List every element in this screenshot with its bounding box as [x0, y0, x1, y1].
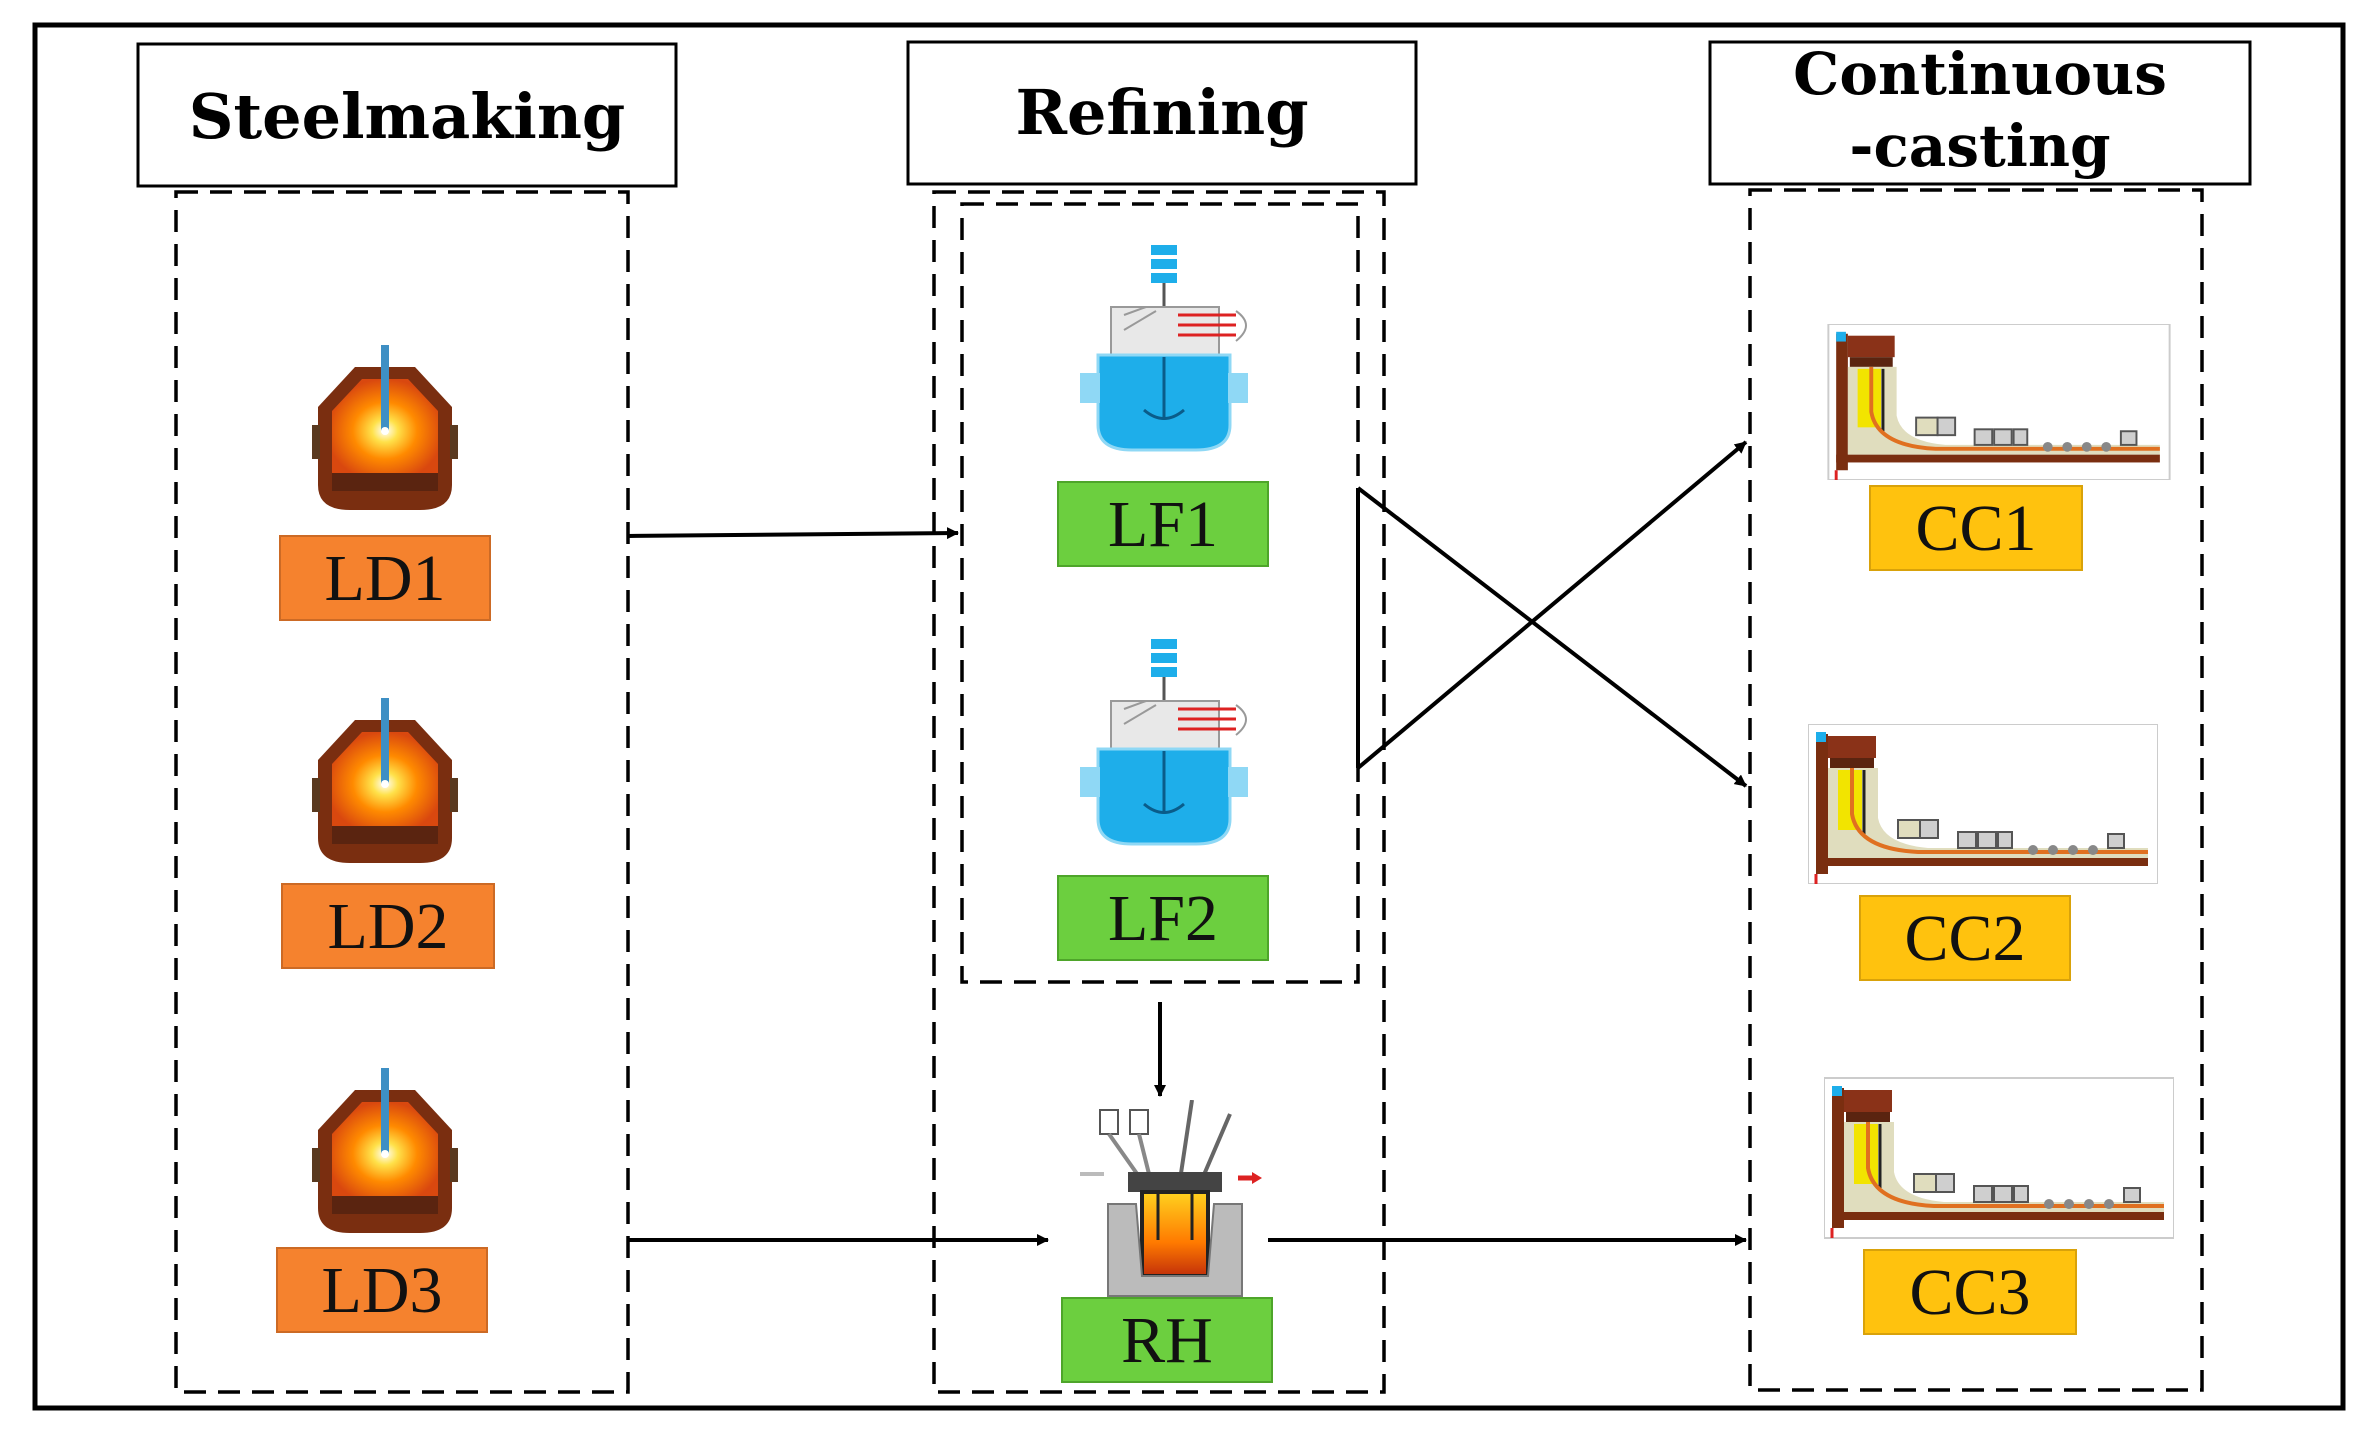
- stage-title-refining: Refining: [1015, 76, 1308, 149]
- caster-cc3: CC3: [1824, 1078, 2174, 1335]
- converter-label: LD3: [322, 1254, 443, 1327]
- stage-header-refining: Refining: [906, 40, 1418, 186]
- degasser-label: RH: [1121, 1304, 1213, 1377]
- outer-frame: [32, 22, 2346, 1411]
- steelmaking-group: [174, 190, 630, 1394]
- converter-ld3: LD3: [276, 1068, 488, 1333]
- rh-degasser-icon: [1080, 1100, 1262, 1296]
- stage-title-steelmaking: Steelmaking: [189, 80, 626, 153]
- stage-title-casting-line1: Continuous: [1793, 40, 2167, 108]
- degasser-rh: RH: [1061, 1100, 1273, 1383]
- converter-label: LD1: [325, 542, 446, 615]
- caster-cc2: CC2: [1808, 724, 2158, 981]
- arrow-lf1-to-cc2: [1356, 486, 1748, 788]
- casting-group: [1748, 188, 2204, 1392]
- caster-label: CC2: [1904, 902, 2025, 975]
- bof-converter-icon: [312, 1068, 458, 1233]
- ladle-furnace-icon: [1078, 243, 1250, 452]
- ladle-furnace-icon: [1078, 637, 1250, 846]
- ladle-furnace-label: LF2: [1108, 882, 1218, 955]
- caster-label: CC3: [1909, 1256, 2030, 1329]
- flow-arrows: [627, 440, 1748, 1246]
- bof-converter-icon: [312, 345, 458, 510]
- stage-header-continuous-casting: Continuous -casting: [1708, 40, 2252, 186]
- refining-group: [932, 190, 1386, 1394]
- converter-ld1: LD1: [279, 345, 491, 621]
- caster-label: CC1: [1915, 492, 2036, 565]
- caster-cc1: CC1: [1826, 324, 2172, 571]
- converter-ld2: LD2: [281, 698, 495, 969]
- continuous-caster-icon: [1824, 1078, 2174, 1238]
- stage-header-steelmaking: Steelmaking: [136, 42, 678, 188]
- ladle-furnace-lf2: LF2: [1057, 637, 1269, 961]
- continuous-caster-icon: [1826, 324, 2172, 480]
- bof-converter-icon: [312, 698, 458, 863]
- converter-label: LD2: [328, 890, 449, 963]
- ladle-furnace-lf1: LF1: [1057, 243, 1269, 567]
- ladle-furnace-label: LF1: [1108, 488, 1218, 561]
- arrow-steelmaking-to-lf: [627, 527, 959, 540]
- continuous-caster-icon: [1808, 724, 2158, 884]
- arrow-lf2-to-cc1: [1356, 440, 1748, 770]
- stage-title-casting-line2: -casting: [1849, 112, 2110, 180]
